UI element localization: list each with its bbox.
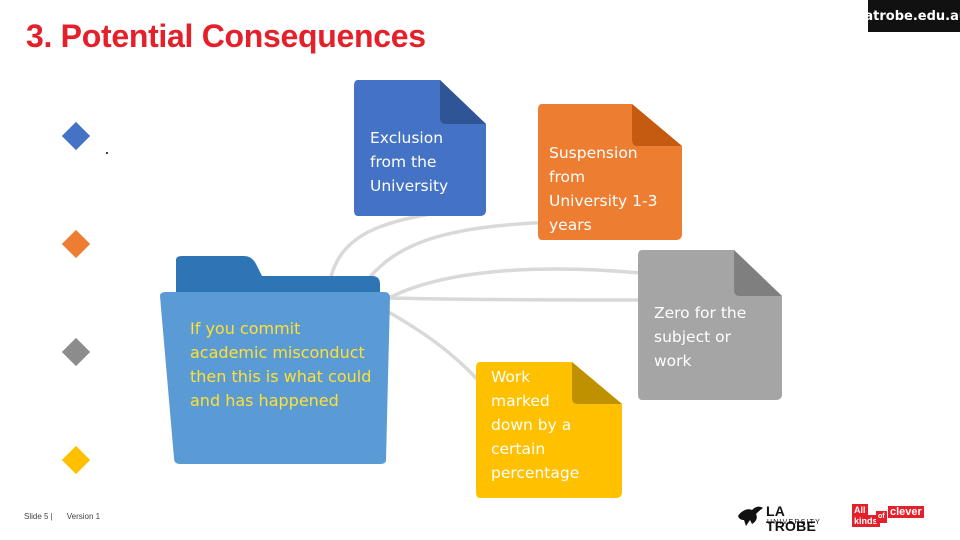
doc-marked-down: Work marked down by a certain percentage bbox=[476, 362, 622, 498]
bullet-blue-diamond bbox=[61, 121, 91, 151]
slide-number: Slide 5 | bbox=[24, 512, 53, 521]
clever-all: All bbox=[852, 504, 868, 516]
clever-kinds: kinds bbox=[852, 515, 880, 527]
doc-zero: Zero for the subject or work bbox=[638, 250, 782, 400]
all-kinds-of-clever-logo: All kinds of clever bbox=[852, 504, 938, 528]
url-badge[interactable]: latrobe.edu.au bbox=[860, 0, 960, 32]
clever-of: of bbox=[876, 511, 887, 523]
bullet-orange-diamond bbox=[61, 229, 91, 259]
doc-suspension: Suspension from University 1-3 years bbox=[538, 104, 682, 240]
footer: Slide 5 | Version 1 bbox=[24, 512, 100, 521]
latrobe-wordmark: LA TROBE bbox=[766, 503, 816, 534]
latrobe-sub: UNIVERSITY bbox=[767, 519, 822, 526]
stray-dot bbox=[106, 152, 108, 154]
folder-text: If you commit academic misconduct then t… bbox=[190, 319, 372, 410]
central-folder: If you commit academic misconduct then t… bbox=[160, 254, 392, 466]
clever-clever: clever bbox=[888, 506, 924, 518]
doc-marked-down-label: Work marked down by a certain percentage bbox=[491, 368, 580, 482]
doc-zero-label: Zero for the subject or work bbox=[654, 304, 747, 370]
latrobe-logo: LA TROBE UNIVERSITY bbox=[736, 502, 836, 534]
bullet-yellow-diamond bbox=[61, 445, 91, 475]
slide-title: 3. Potential Consequences bbox=[26, 18, 426, 54]
version-label: Version 1 bbox=[66, 512, 101, 521]
latrobe-emblem-icon bbox=[738, 506, 763, 526]
doc-suspension-label: Suspension from University 1-3 years bbox=[549, 144, 658, 234]
doc-exclusion: Exclusion from the University bbox=[354, 80, 486, 216]
bullet-grey-diamond bbox=[61, 337, 91, 367]
doc-exclusion-label: Exclusion from the University bbox=[370, 129, 449, 195]
